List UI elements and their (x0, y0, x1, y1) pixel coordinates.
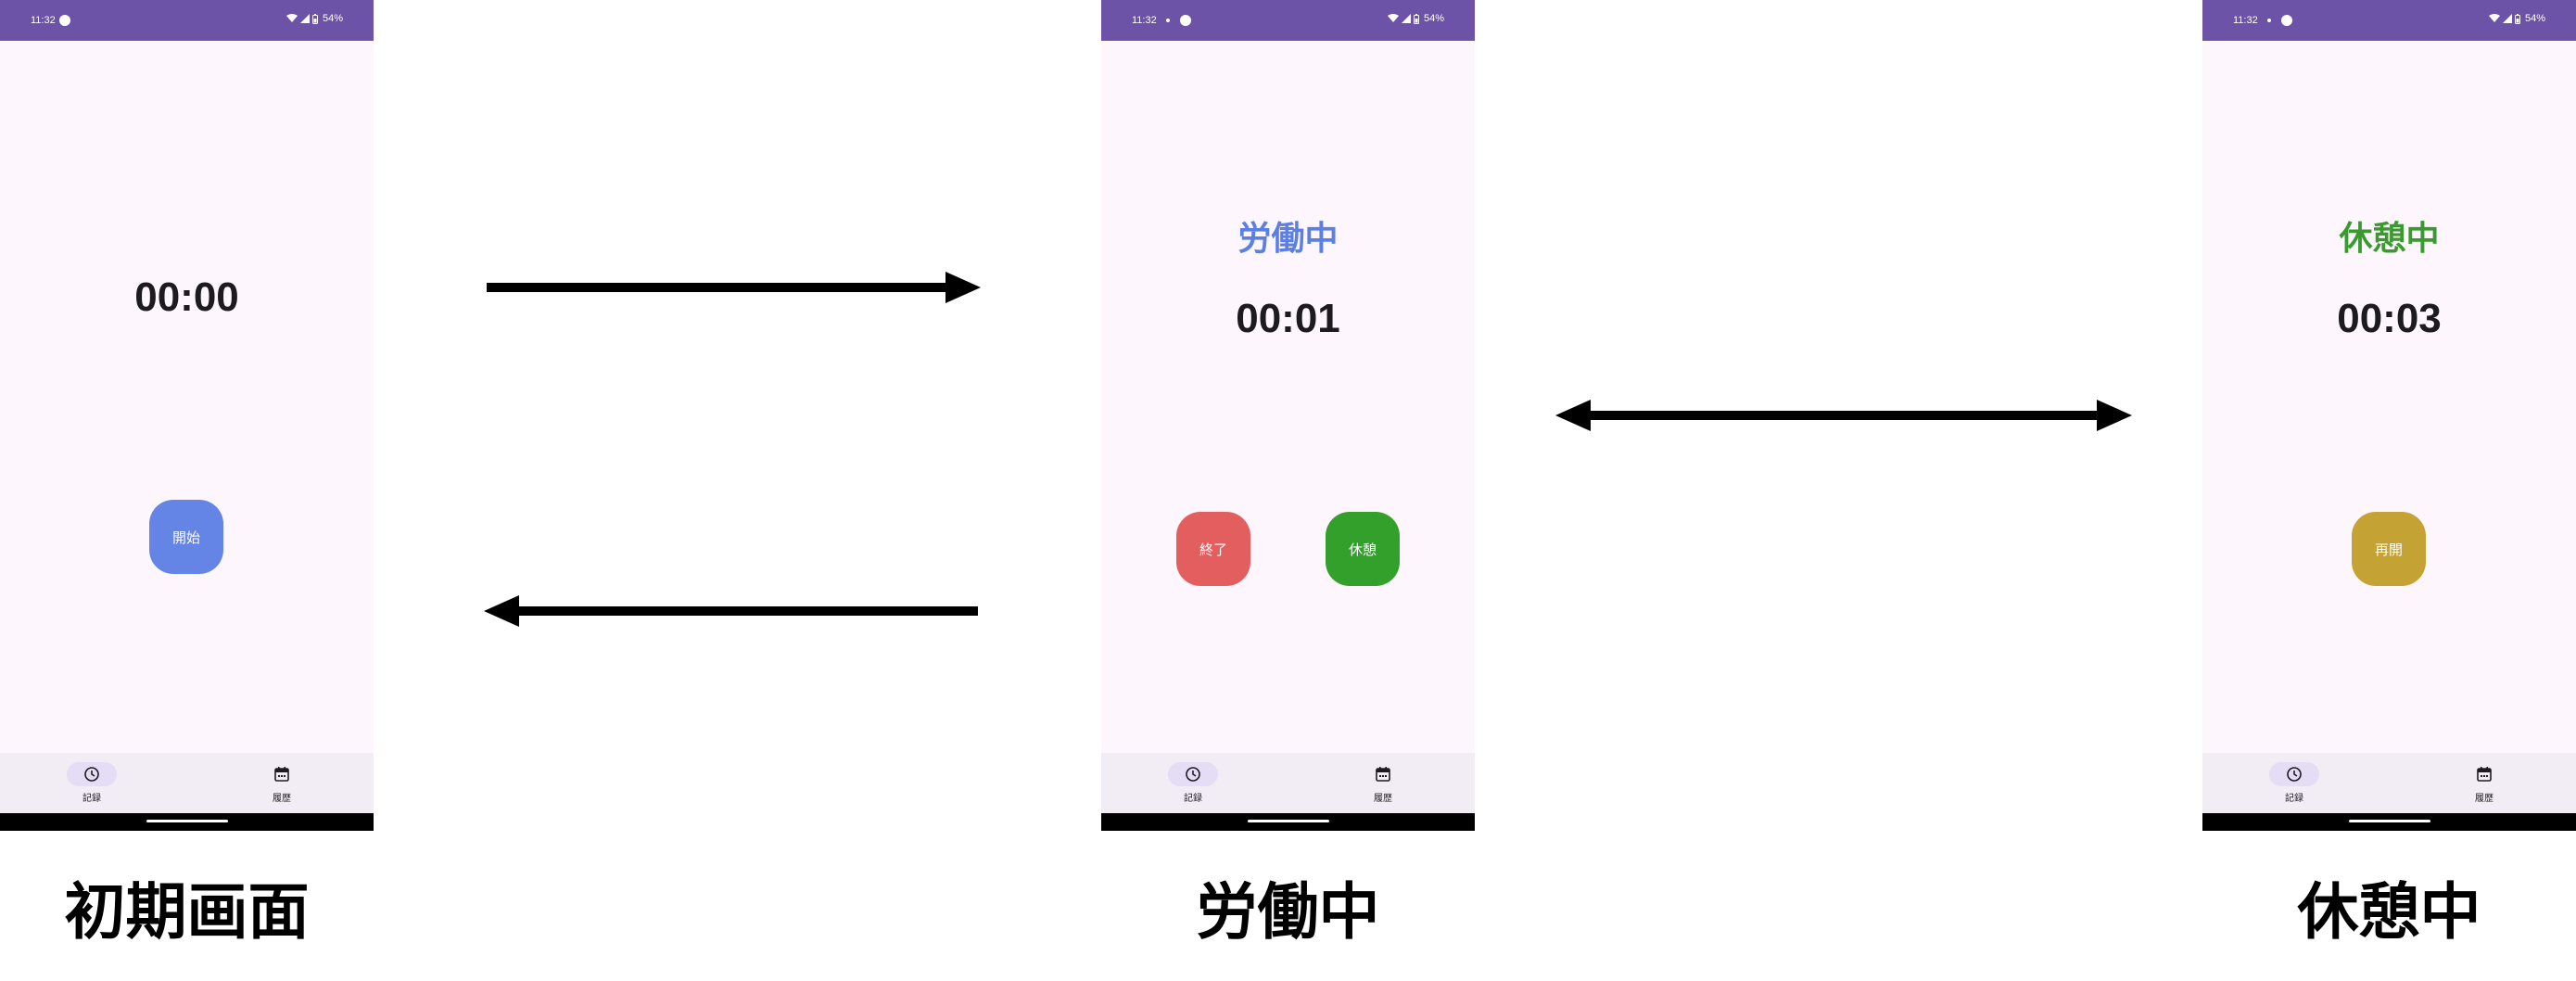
battery-icon (2514, 13, 2520, 24)
end-button[interactable]: 終了 (1176, 512, 1250, 586)
battery-level: 54% (322, 13, 343, 24)
clock-icon (84, 767, 99, 782)
notification-small-dot-icon (1166, 19, 1170, 22)
status-bar: 11:32 54% (0, 0, 374, 41)
bottom-navigation: 記録 履歴 (2202, 753, 2576, 813)
gesture-handle[interactable] (1247, 820, 1329, 822)
gesture-handle[interactable] (2348, 820, 2430, 822)
battery-icon (311, 13, 318, 24)
caption-break: 休憩中 (2297, 876, 2481, 948)
nav-item-history[interactable]: 履歴 (2447, 753, 2521, 813)
status-time: 11:32 (2233, 15, 2258, 26)
nav-label-history: 履歴 (2475, 794, 2494, 804)
battery-icon (1413, 13, 1419, 24)
timer-display: 00:01 (1236, 296, 1340, 341)
notification-dot-icon (2281, 15, 2292, 26)
timer-display: 00:03 (2337, 296, 2442, 341)
timer-display: 00:00 (134, 274, 239, 320)
status-time: 11:32 (1132, 15, 1157, 26)
nav-item-record[interactable]: 記録 (1156, 753, 1230, 813)
gesture-bar (0, 813, 374, 831)
screen-initial: 11:32 54% 00:00 開始 記録 履歴 (0, 0, 374, 831)
start-button[interactable]: 開始 (149, 500, 223, 574)
calendar-icon (2477, 767, 2492, 782)
arrow-right (487, 272, 981, 303)
calendar-icon (1376, 767, 1390, 782)
clock-icon (1186, 767, 1200, 782)
calendar-icon (274, 767, 289, 782)
screen-working: 11:32 54% 労働中 00:01 終了 休憩 記録 履歴 (1101, 0, 1475, 831)
nav-label-history: 履歴 (1374, 794, 1392, 804)
bottom-navigation: 記録 履歴 (0, 753, 374, 813)
clock-icon (2287, 767, 2302, 782)
status-indicators: 54% (2488, 13, 2545, 24)
nav-item-history[interactable]: 履歴 (245, 753, 319, 813)
arrow-left (484, 595, 978, 627)
status-indicators: 54% (286, 13, 343, 24)
resume-button[interactable]: 再開 (2352, 512, 2426, 586)
battery-level: 54% (1423, 13, 1444, 24)
battery-level: 54% (2524, 13, 2545, 24)
gesture-bar (2202, 813, 2576, 831)
status-indicators: 54% (1387, 13, 1444, 24)
caption-working: 労働中 (1196, 876, 1380, 948)
notification-dot-icon (59, 15, 70, 26)
signal-icon (1401, 14, 1411, 23)
status-time: 11:32 (31, 15, 56, 26)
wifi-icon (1387, 14, 1399, 22)
wifi-icon (2488, 14, 2500, 22)
nav-label-record: 記録 (2285, 794, 2303, 804)
status-bar: 11:32 54% (2202, 0, 2576, 41)
signal-icon (299, 14, 310, 23)
nav-item-record[interactable]: 記録 (55, 753, 129, 813)
gesture-handle[interactable] (146, 820, 228, 822)
nav-label-history: 履歴 (273, 794, 291, 804)
nav-label-record: 記録 (82, 794, 101, 804)
signal-icon (2502, 14, 2512, 23)
notification-small-dot-icon (2267, 19, 2271, 22)
status-label: 労働中 (1237, 220, 1339, 258)
gesture-bar (1101, 813, 1475, 831)
status-bar: 11:32 54% (1101, 0, 1475, 41)
wifi-icon (286, 14, 298, 22)
caption-initial: 初期画面 (64, 876, 310, 948)
nav-item-history[interactable]: 履歴 (1346, 753, 1420, 813)
status-label: 休憩中 (2339, 220, 2440, 258)
screen-break: 11:32 54% 休憩中 00:03 再開 記録 履歴 (2202, 0, 2576, 831)
notification-dot-icon (1180, 15, 1191, 26)
bottom-navigation: 記録 履歴 (1101, 753, 1475, 813)
nav-item-record[interactable]: 記録 (2257, 753, 2331, 813)
arrow-double (1555, 400, 2132, 431)
nav-label-record: 記録 (1184, 794, 1202, 804)
break-button[interactable]: 休憩 (1326, 512, 1400, 586)
